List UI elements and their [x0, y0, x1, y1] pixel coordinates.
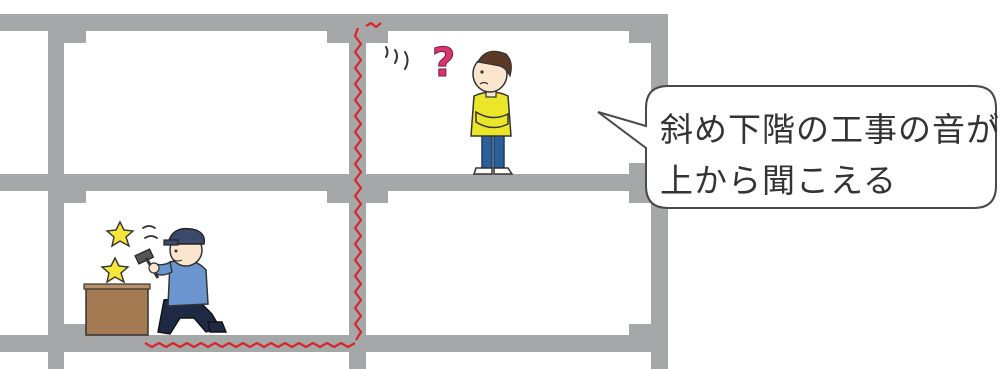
- sound-wave-icon: [385, 46, 409, 70]
- speech-bubble-line-2: 上から聞こえる: [660, 161, 898, 200]
- haunch: [64, 31, 86, 43]
- spark-icon: [105, 220, 135, 248]
- impact-lines: [142, 225, 158, 239]
- listener-shoe: [493, 167, 514, 175]
- listener-shoe: [472, 167, 493, 175]
- spark-icon: [100, 256, 130, 284]
- worker-hand: [148, 262, 160, 274]
- listener-arms: [475, 110, 509, 129]
- left-column: [48, 14, 64, 352]
- cabinet: [85, 286, 149, 336]
- worker-eye: [174, 249, 178, 253]
- question-mark-icon: ?: [432, 40, 455, 86]
- vibration-line-top: [365, 21, 382, 29]
- worker-mouth: [173, 259, 183, 262]
- haunch: [366, 191, 388, 203]
- worker-shoe: [207, 321, 228, 333]
- haunch: [64, 191, 86, 203]
- building-structure: [0, 14, 668, 369]
- vibration-line: [144, 21, 382, 349]
- haunch: [629, 163, 651, 174]
- listener-leg: [481, 131, 493, 169]
- listener-mouth: [479, 81, 489, 85]
- worker-cap-brim: [163, 239, 179, 246]
- vibration-line-floor: [144, 341, 356, 349]
- vibration-line-wall: [353, 27, 363, 341]
- haunch: [366, 31, 388, 43]
- haunch: [64, 324, 86, 335]
- listener-hair: [477, 50, 512, 78]
- haunch: [327, 31, 349, 43]
- listener-leg: [493, 131, 505, 169]
- listener-person: ?: [385, 40, 514, 175]
- listener-eye: [480, 70, 484, 74]
- roof-slab: [0, 14, 668, 31]
- worker-shirt: [167, 259, 209, 307]
- worker-person: [83, 220, 228, 336]
- speech-bubble-text: 斜め下階の工事の音が 上から聞こえる: [660, 104, 1000, 206]
- bottom-floor-slab: [0, 335, 668, 352]
- hammer-head: [134, 248, 155, 265]
- haunch: [629, 191, 651, 203]
- cabinet-top: [83, 283, 151, 290]
- haunch: [629, 324, 651, 335]
- foundation-stub: [48, 352, 64, 369]
- foundation-stub: [349, 352, 366, 369]
- foundation-stub: [651, 352, 668, 369]
- speech-bubble-line-1: 斜め下階の工事の音が: [660, 110, 1000, 149]
- speech-bubble: [597, 85, 997, 209]
- haunch: [327, 191, 349, 203]
- middle-floor-slab: [0, 174, 668, 191]
- haunch: [629, 31, 651, 43]
